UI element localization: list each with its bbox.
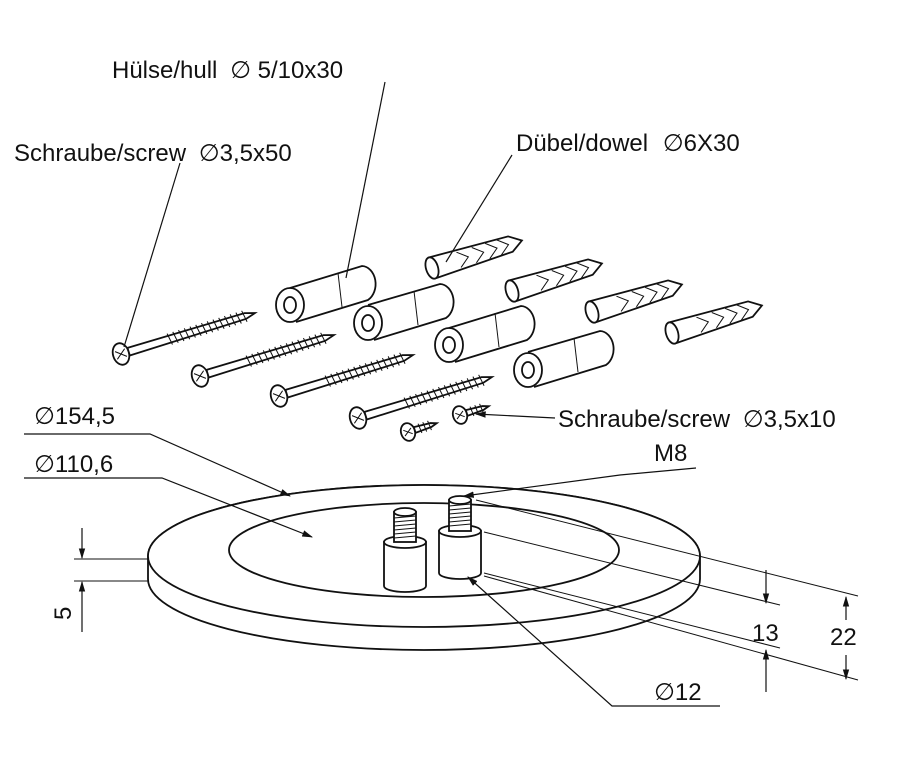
long-screw-dimension: 3,5x50 — [219, 140, 292, 167]
long-screws — [111, 310, 495, 430]
bolt-height-value: 13 — [752, 620, 779, 647]
long-screw — [190, 332, 337, 388]
inner-diameter-label: ∅110,6 — [34, 452, 113, 477]
dowel — [584, 279, 684, 324]
outer-diameter-label: ∅154,5 — [34, 404, 115, 429]
long-screw-label: Schraube/screw ∅3,5x50 — [14, 141, 292, 166]
plate-thickness-label: 5 — [50, 606, 77, 620]
short-screw — [399, 420, 440, 442]
dowels — [424, 235, 764, 345]
hull-sleeve — [353, 283, 455, 341]
short-screw — [451, 403, 492, 425]
hull-name: Hülse/hull — [112, 57, 218, 84]
dowel — [664, 300, 764, 345]
total-height-label: 22 — [830, 626, 857, 650]
leader-dowel — [445, 154, 513, 263]
diameter-symbol: ∅ — [654, 678, 675, 706]
hull-sleeve — [513, 330, 615, 388]
dowel-dimension: 6X30 — [683, 130, 740, 157]
diameter-symbol: ∅ — [742, 405, 764, 433]
dowel-label: Dübel/dowel ∅6X30 — [516, 131, 740, 156]
dimension-lines — [74, 499, 859, 692]
diameter-symbol: ∅ — [34, 402, 55, 430]
bolt-height-label: 13 — [752, 622, 779, 646]
leader-bolt-diameter — [467, 576, 720, 707]
leader-lines — [24, 81, 720, 707]
hull-label: Hülse/hull ∅ 5/10x30 — [112, 58, 343, 83]
dowel — [504, 258, 604, 303]
inner-diameter-value: 110,6 — [54, 451, 114, 478]
short-screw-dimension: 3,5x10 — [763, 406, 836, 433]
total-height-value: 22 — [830, 624, 857, 651]
leader-inner-diameter — [24, 477, 314, 538]
leader-short-screw — [474, 411, 556, 419]
long-screw — [111, 310, 258, 366]
hull-dimension: 5/10x30 — [257, 57, 344, 84]
bolt-diameter-value: 12 — [674, 679, 702, 706]
diameter-symbol: ∅ — [230, 56, 251, 84]
short-screw-name: Schraube/screw — [558, 406, 731, 433]
short-screw-label: Schraube/screw ∅3,5x10 — [558, 407, 836, 432]
threaded-bolt-right — [438, 495, 482, 580]
plate-thickness-value: 5 — [50, 606, 77, 620]
long-screw — [348, 374, 495, 430]
hull-sleeves — [275, 265, 615, 388]
bolt-diameter-label: ∅12 — [654, 680, 702, 705]
dowel — [424, 235, 524, 280]
diameter-symbol: ∅ — [198, 139, 220, 167]
threaded-bolt-left — [383, 507, 427, 593]
diameter-symbol: ∅ — [662, 129, 684, 157]
short-screws — [399, 403, 492, 442]
long-screw-name: Schraube/screw — [14, 140, 187, 167]
dowel-name: Dübel/dowel — [516, 130, 649, 157]
thread-label: M8 — [654, 442, 687, 466]
leader-long-screw — [123, 162, 181, 348]
leader-hull — [345, 81, 386, 279]
thread-value: M8 — [654, 440, 688, 467]
leader-thread — [462, 467, 697, 498]
leader-outer-diameter — [24, 433, 291, 497]
hull-sleeve — [275, 265, 377, 323]
outer-diameter-value: 154,5 — [54, 403, 115, 430]
hull-sleeve — [434, 305, 536, 363]
diameter-symbol: ∅ — [34, 450, 55, 478]
long-screw — [269, 352, 416, 408]
